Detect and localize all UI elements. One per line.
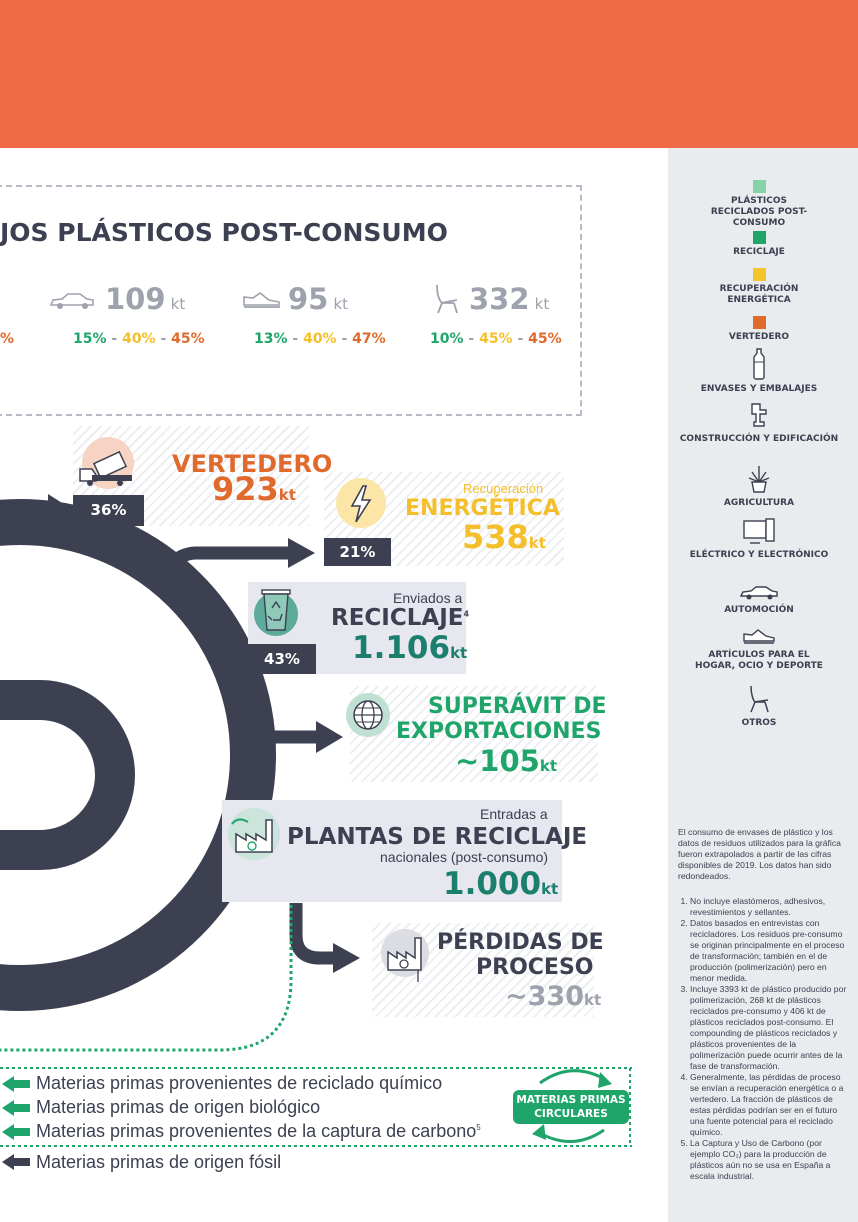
vertedero-title: VERTEDERO [172,450,333,478]
arrow-vertedero [7,501,50,545]
globe-icon [345,692,391,738]
swatch-yellow [752,268,766,281]
chair-icon [436,284,458,314]
footnote: Incluye 3393 kt de plástico producido po… [690,984,850,1072]
legend-vertedero: VERTEDERO [664,316,854,343]
legend-otros: OTROS [664,684,854,729]
stat-unit: kt [170,295,186,313]
flow-diagram [0,494,632,1170]
vertedero-pct: 36% [73,495,144,526]
arrow-perdidas [289,903,335,965]
legend-construccion: CONSTRUCCIÓN Y EDIFICACIÓN [664,402,854,445]
legend-energetica: RECUPERACIÓN ENERGÉTICA [664,268,854,306]
sneaker-icon [743,629,775,644]
factory-icon [226,806,282,862]
perdidas-value: ~330kt [505,981,602,1012]
stat-sneaker: 95 kt [288,282,348,316]
summary-box [0,185,582,416]
stat-value: 332 [469,282,530,316]
input-origen-fosil: Materias primas de origen fósil [36,1152,282,1172]
footnotes: No incluye elastómeros, adhesivos, reves… [678,896,850,1182]
car-icon [49,293,94,309]
plantas-value: 1.000kt [443,866,559,902]
legend-automocion: AUTOMOCIÓN [664,585,854,616]
legend-envases: ENVASES Y EMBALAJES [664,348,854,395]
footnote: La Captura y Uso de Carbono (por ejemplo… [690,1138,850,1182]
energetica-sub: Recuperación [463,481,544,496]
notes-intro: El consumo de envases de plástico y los … [678,827,841,881]
legend-electrico: ELÉCTRICO Y ELECTRÓNICO [664,518,854,561]
reciclaje-sub: Enviados a [393,590,463,606]
energetica-title: ENERGÉTICA [405,496,560,521]
plantas-title: PLANTAS DE RECICLAJE [287,824,588,850]
sneaker-icon [243,292,280,308]
reciclaje-title: RECICLAJE4 [331,605,470,631]
reciclaje-pct: 43% [248,644,316,674]
car-icon [739,586,778,600]
perdidas-line1: PÉRDIDAS DE [437,930,604,955]
plant-icon [748,466,770,493]
perdidas-line2: PROCESO [476,955,594,980]
stat-car-pcts: 15% - 40% - 45% [73,331,205,347]
bottle-icon [753,348,765,380]
reciclaje-value: 1.106kt [352,630,468,666]
stat-sneaker-pcts: 13% - 40% - 47% [254,331,386,347]
legend-agricultura: AGRICULTURA [664,462,854,509]
pipe-icon [751,403,767,427]
energetica-pct: 21% [324,538,391,566]
stat-chair: 332 kt [469,282,549,316]
stat-car: 109 kt [105,282,185,316]
recycle-loop [0,905,293,1052]
electronics-icon [743,518,775,544]
plantas-sub2: nacionales (post-consumo) [380,849,549,865]
plantas-sub: Entradas a [480,806,548,822]
stat-chair-pcts: 10% - 45% - 45% [430,331,562,347]
input-reciclado-quimico: Materias primas provenientes de reciclad… [36,1073,443,1093]
legend-reciclaje: RECICLAJE [664,231,854,258]
legend-recycled-post: PLÁSTICOS RECICLADOS POST-CONSUMO [664,180,854,229]
input-arrows [2,1076,30,1170]
vertedero-value: 923kt [212,470,296,508]
energetica-value: 538kt [462,518,546,556]
swatch-light-green [752,180,766,193]
exportaciones-line2: EXPORTACIONES [396,719,602,744]
chair-icon [750,685,769,713]
input-captura-carbono: Materias primas provenientes de la captu… [36,1121,481,1141]
footnote: Generalmente, las pérdidas de proceso se… [690,1072,850,1138]
circular-badge: MATERIAS PRIMAS CIRCULARES [513,1090,629,1124]
plantas-card [222,800,562,902]
arrow-energetica [158,546,290,586]
swatch-orange [752,316,766,329]
factory-loss-icon [380,928,430,982]
lightning-icon [336,478,386,528]
truck-icon [79,437,134,489]
exportaciones-card [350,686,598,782]
summary-title: JOS PLÁSTICOS POST-CONSUMO [0,218,448,247]
footnote: No incluye elastómeros, adhesivos, reves… [690,896,850,918]
stat-value: 95 [288,282,329,316]
stat-unit: kt [534,295,550,313]
footnote: Datos basados en entrevistas con recicla… [690,918,850,984]
recycle-bin-icon [254,584,299,639]
exportaciones-line1: SUPERÁVIT DE [428,694,607,719]
stat-unit: kt [333,295,349,313]
header-band [0,0,858,148]
inner-loop [0,680,135,870]
stat-value: 109 [105,282,166,316]
legend-hogar: ARTÍCULOS PARA EL HOGAR, OCIO Y DEPORTE [664,628,854,672]
swatch-green [752,231,766,244]
input-origen-biologico: Materias primas de origen biológico [36,1097,321,1117]
cut-pct: % [0,331,15,347]
exportaciones-value: ~105kt [455,744,557,778]
